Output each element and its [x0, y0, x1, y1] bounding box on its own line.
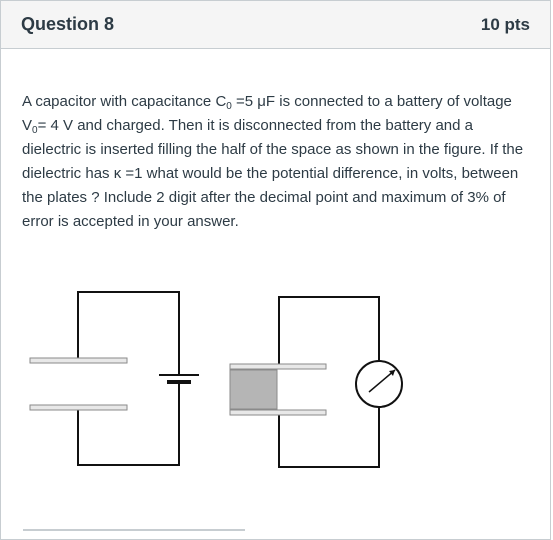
dielectric-slab [229, 369, 278, 410]
charging-circuit-wire [77, 291, 180, 375]
measuring-circuit [229, 296, 403, 468]
measuring-circuit-wire-top [278, 296, 380, 364]
capacitor-bottom-plate-2 [229, 409, 327, 416]
answer-field-underline[interactable] [23, 529, 245, 531]
question-points: 10 pts [480, 14, 530, 34]
capacitor-bottom-plate [29, 404, 128, 411]
question-text: A capacitor with capacitance C0 =5 μF is… [22, 90, 534, 234]
circuit-figure [1, 281, 553, 481]
charging-circuit [29, 291, 199, 466]
capacitor-top-plate-2 [229, 363, 327, 370]
measuring-circuit-wire-bottom [278, 407, 380, 468]
question-text-part-3: = 4 V and charged. Then it is disconnect… [22, 117, 524, 230]
capacitance-subscript: 0 [226, 101, 232, 112]
capacitor-top-plate [29, 357, 128, 364]
charging-circuit-wire-bottom [77, 382, 180, 466]
question-text-part-2: =5 μF is connected to a battery of volta… [22, 93, 512, 134]
voltmeter-needle [368, 369, 396, 393]
question-header: Question 8 10 pts [1, 1, 550, 49]
voltmeter-needle-arrow [389, 370, 395, 376]
circuit-diagram [29, 291, 403, 468]
question-text-part-1: A capacitor with capacitance C [22, 93, 227, 110]
question-title: Question 8 [21, 14, 115, 34]
voltage-subscript: 0 [32, 125, 38, 136]
